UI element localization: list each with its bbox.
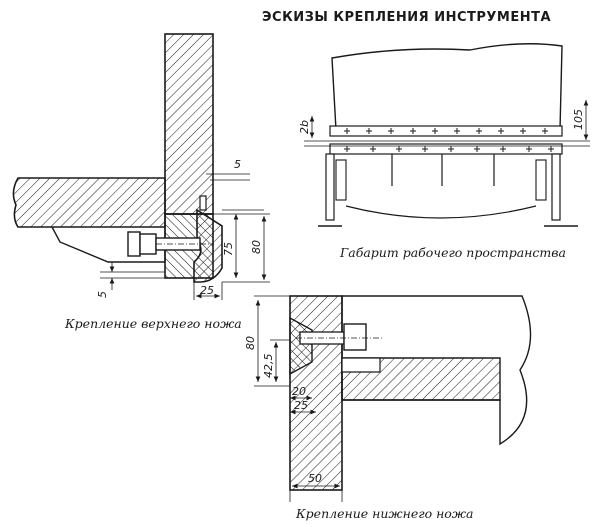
dim-lower-20: 20 [292, 385, 306, 398]
dim-2b: 2b [298, 120, 311, 134]
dim-height-75: 75 [222, 242, 235, 256]
upper-knife-mount [12, 33, 223, 283]
dim-lower-80: 80 [244, 336, 257, 350]
upper-dimensions: 5 75 80 5 25 [96, 158, 270, 300]
workspace-sketch: 2b 105 [298, 43, 590, 227]
dim-lower-25: 25 [294, 399, 308, 412]
rail-crosses [344, 128, 554, 152]
stop-pin [199, 195, 207, 211]
upper-block [331, 43, 563, 131]
lower-knife-mount: 80 42,5 20 25 50 [244, 295, 532, 502]
bolt-nut [139, 233, 157, 255]
dim-lower-50: 50 [308, 472, 322, 485]
ram-column [164, 33, 214, 215]
upper-rail [329, 125, 563, 137]
dim-gap-bottom: 5 [96, 291, 109, 298]
drawing-title: ЭСКИЗЫ КРЕПЛЕНИЯ ИНСТРУМЕНТА [262, 10, 551, 25]
upper-beam [12, 177, 166, 228]
caption-upper-knife: Крепление верхнего ножа [64, 316, 242, 331]
caption-workspace: Габарит рабочего пространства [339, 245, 566, 260]
dim-lower-42-5: 42,5 [262, 354, 275, 379]
dim-height-80: 80 [250, 240, 263, 254]
lower-rail [329, 143, 563, 155]
dim-105: 105 [572, 109, 585, 130]
dim-gap-top: 5 [234, 158, 241, 171]
lower-bolt-nut [343, 323, 367, 351]
lower-table [341, 295, 532, 446]
bolt-head [127, 231, 141, 257]
caption-lower-knife: Крепление нижнего ножа [295, 506, 474, 521]
table-rib [341, 357, 501, 401]
table-rib-step [341, 357, 381, 373]
dim-width-25: 25 [200, 284, 214, 297]
